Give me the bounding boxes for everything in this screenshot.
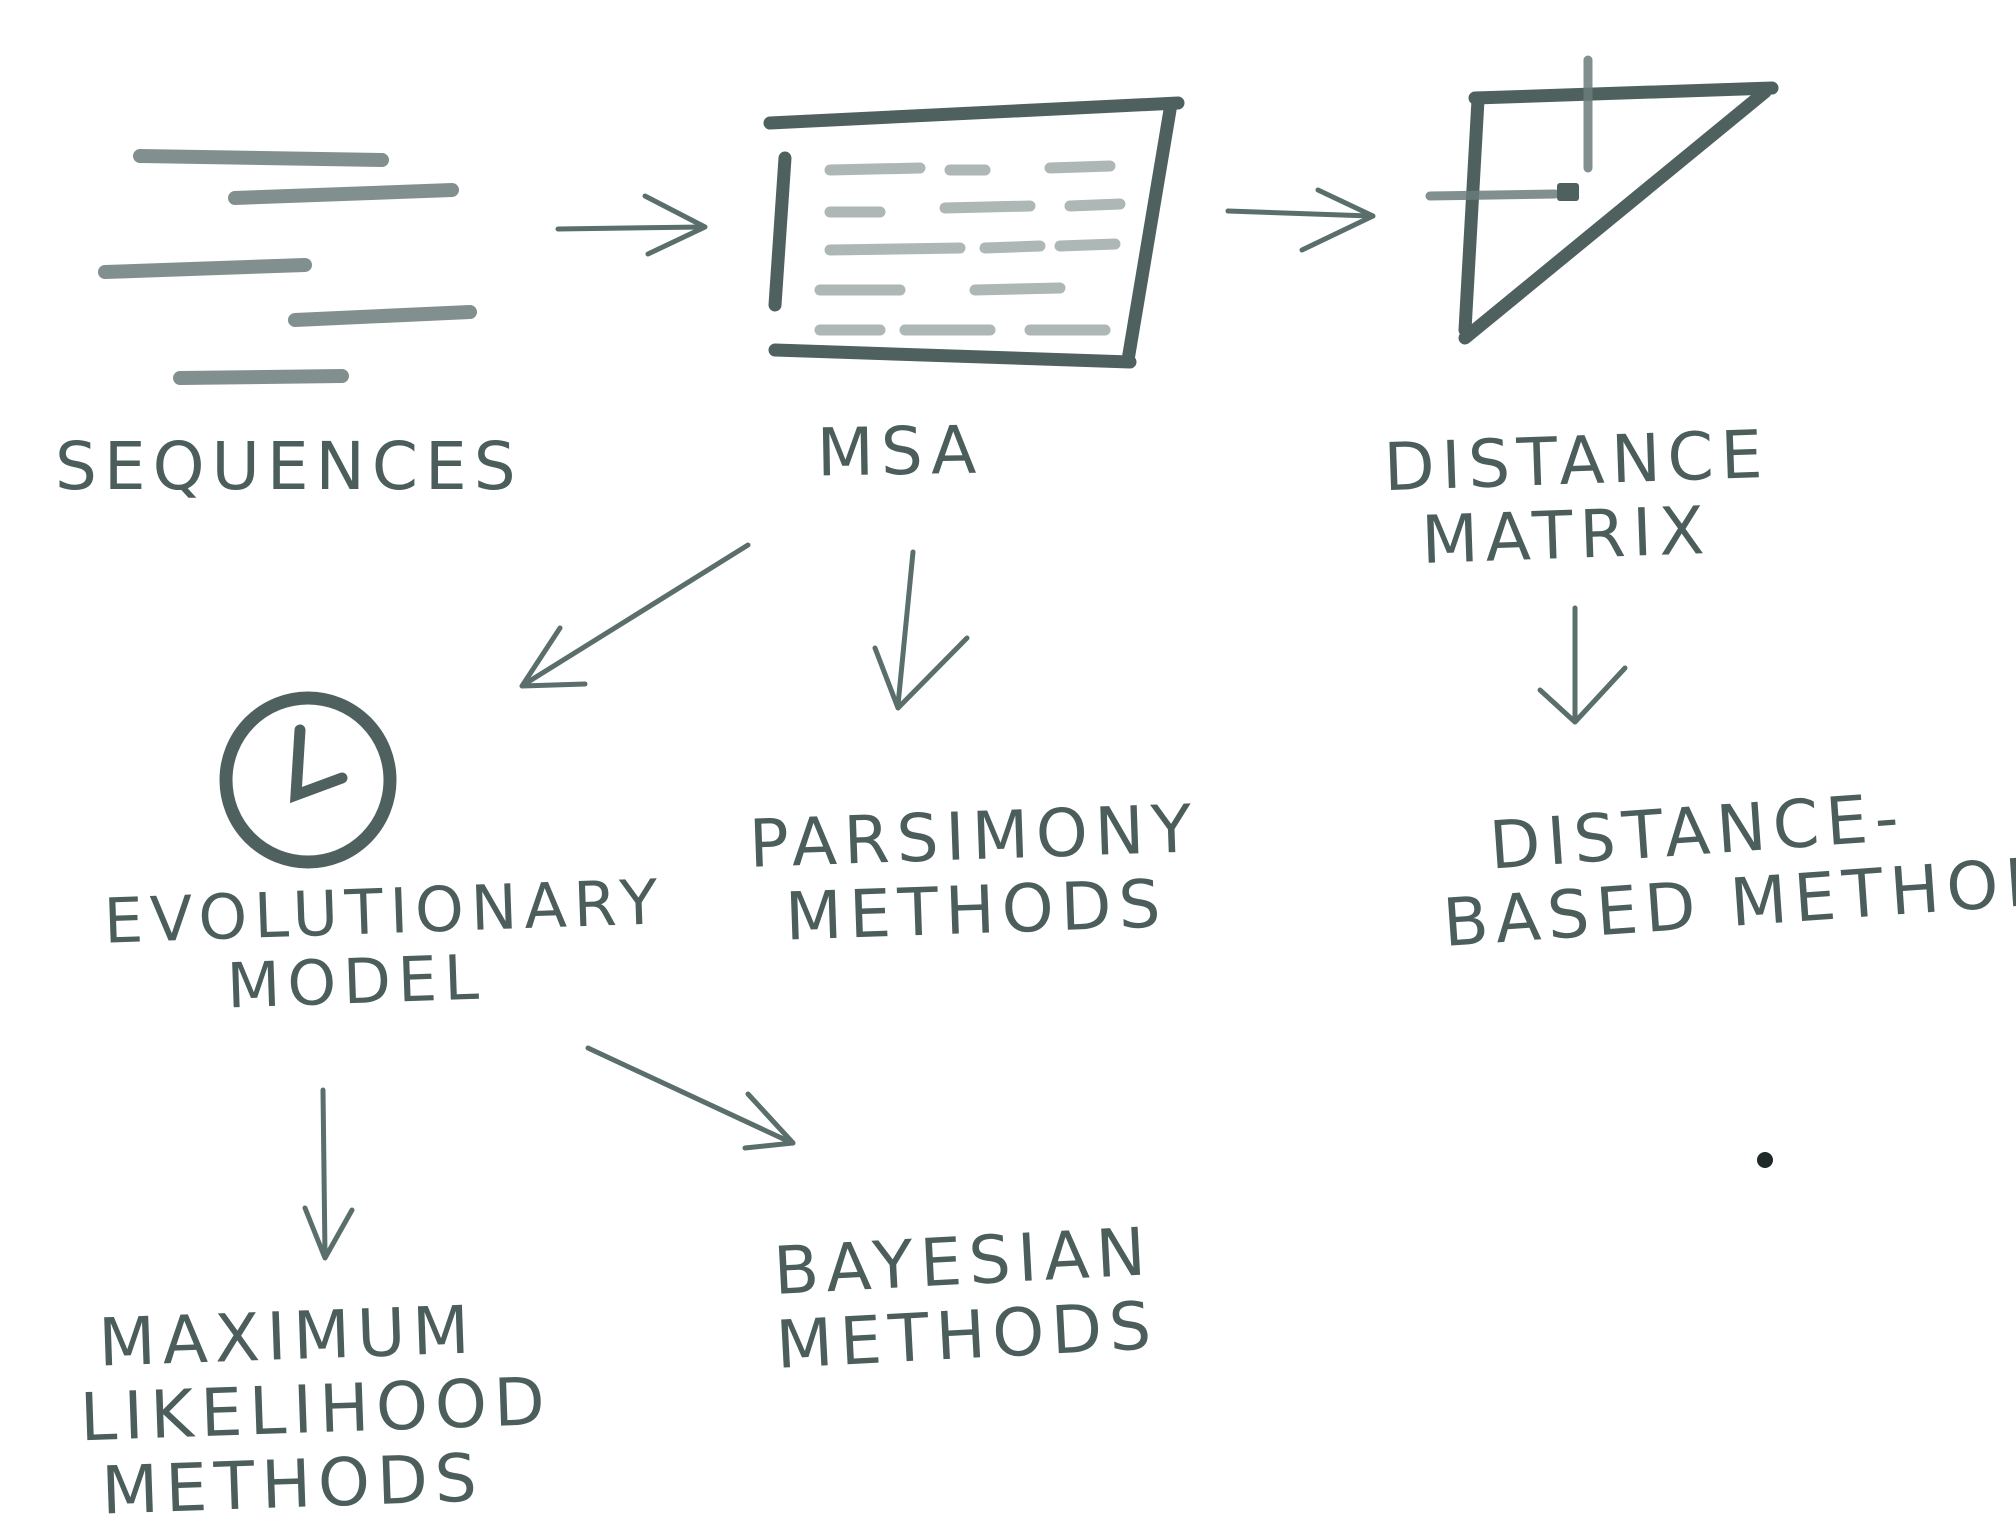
ink-dot (1757, 1152, 1773, 1168)
node-bayesian-methods: BAYESIAN METHODS (761, 1213, 1168, 1384)
alignment-grid-icon (763, 96, 1185, 369)
node-label-line-3: METHODS (100, 1439, 485, 1530)
node-label-line-2: METHODS (783, 865, 1169, 956)
node-evolutionary-model: EVOLUTIONARY MODEL (103, 865, 666, 1025)
edges (302, 187, 1628, 1261)
arrow-msa-to-evolutionary-model (519, 542, 751, 689)
node-msa: MSA (799, 411, 1000, 492)
node-parsimony-methods: PARSIMONY METHODS (743, 790, 1208, 956)
arrow-distance-matrix-to-distance-based-methods (1537, 605, 1628, 725)
triangular-matrix-icon (1425, 55, 1779, 345)
arrow-msa-to-distance-matrix (1225, 187, 1376, 253)
node-label: SEQUENCES (55, 428, 523, 505)
node-label: MSA (816, 411, 984, 492)
node-distance-matrix: DISTANCE MATRIX (1382, 416, 1770, 579)
arrow-msa-to-parsimony-methods (872, 549, 970, 711)
arrow-sequences-to-msa (555, 193, 708, 257)
sequence-lines-icon (98, 149, 477, 385)
node-maximum-likelihood-methods: MAXIMUM LIKELIHOOD METHODS (76, 1291, 553, 1530)
clock-icon (219, 691, 397, 869)
node-label-line-2: MATRIX (1420, 491, 1713, 579)
node-sequences: SEQUENCES (55, 428, 523, 505)
arrow-evolutionary-model-to-bayesian-methods (585, 1045, 796, 1151)
arrow-evolutionary-model-to-maximum-likelihood-methods (302, 1087, 355, 1261)
